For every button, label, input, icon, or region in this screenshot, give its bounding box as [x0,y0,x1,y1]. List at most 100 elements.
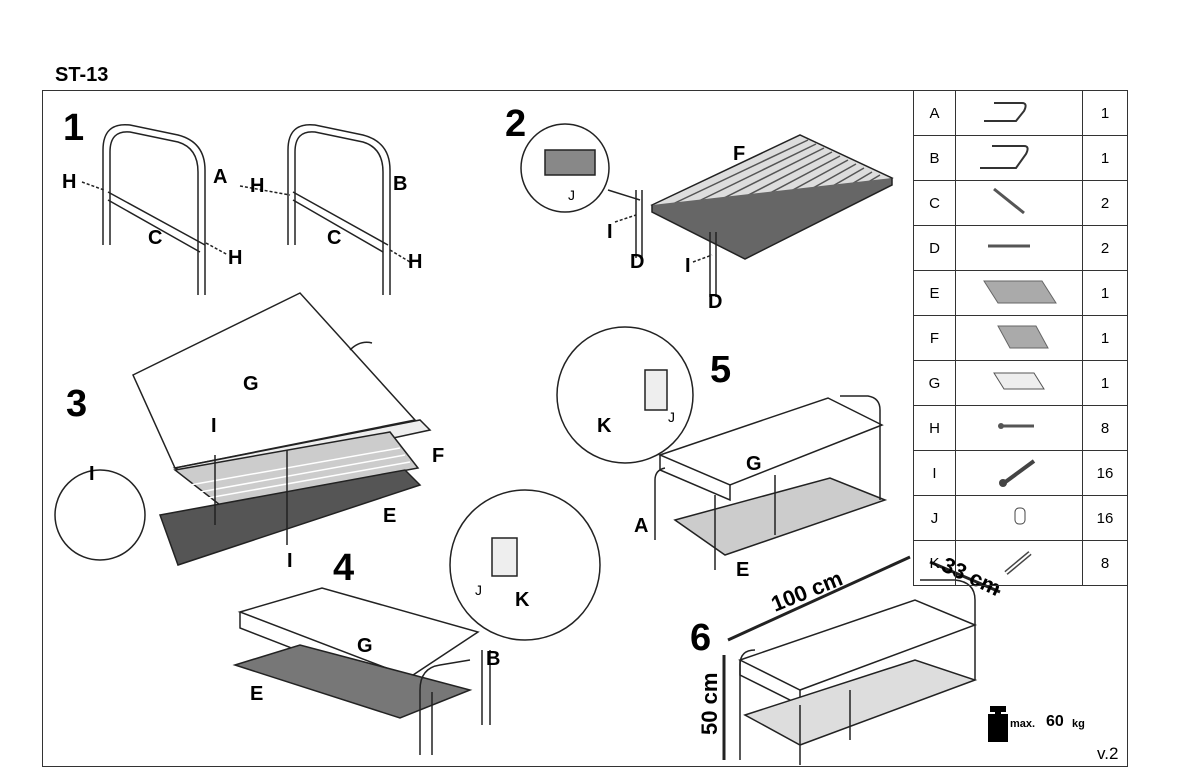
part-qty: 16 [1082,450,1128,496]
step-number: 4 [333,547,354,589]
part-id: F [913,315,956,361]
label-c: C [327,227,341,249]
part-image [955,405,1083,451]
part-qty: 2 [1082,180,1128,226]
label-k: K [515,589,530,611]
label-e: E [383,505,396,527]
part-id: D [913,225,956,271]
part-row: I 16 [913,450,1128,496]
part-image [955,540,1083,586]
slat-shelf-f-icon [997,325,1049,349]
max-load-unit: kg [1072,718,1085,730]
label-g: G [243,373,259,395]
label-g: G [746,453,762,475]
part-id: I [913,450,956,496]
instruction-frame [42,90,1128,767]
slat-shelf-f-drawing [635,134,894,297]
label-h: H [228,247,242,269]
label-j: J [475,582,482,598]
seat-g-drawing [657,397,884,486]
label-d: D [630,251,644,273]
cam-nut-icon [1014,507,1026,525]
label-i: I [211,415,217,437]
label-f: F [432,445,444,467]
label-c: C [148,227,162,249]
slat-shelf-e-drawing [232,644,473,719]
step-number: 5 [710,349,731,391]
part-qty: 1 [1082,90,1128,136]
screw-icon [998,423,1034,429]
label-h: H [408,251,422,273]
frame-a-drawing [102,123,206,295]
part-id: J [913,495,956,541]
width-arrow [727,555,911,642]
detail-joint [544,149,596,176]
part-qty: 8 [1082,540,1128,586]
bolt-icon [999,459,1036,487]
step-number: 6 [690,617,711,659]
weight-icon [988,706,1008,742]
part-qty: 1 [1082,270,1128,316]
label-a: A [213,166,227,188]
part-image [955,495,1083,541]
label-j: J [568,187,575,203]
width-dimension: 100 cm [768,566,847,617]
detail-circle [449,489,601,641]
slat-shelf-e-drawing [673,477,888,556]
seat-cushion-icon [993,372,1045,390]
part-image [955,315,1083,361]
bar-d-icon [988,244,1030,248]
part-qty: 2 [1082,225,1128,271]
label-a: A [634,515,648,537]
label-i: I [287,550,293,572]
part-id: B [913,135,956,181]
part-image [955,450,1083,496]
label-b: B [393,173,407,195]
label-h: H [250,175,264,197]
step-number: 3 [66,383,87,425]
label-g: G [357,635,373,657]
max-load-prefix: max. [1010,718,1036,730]
slat-shelf-e-icon [983,280,1057,304]
step-number: 2 [505,103,526,145]
label-i: I [685,255,691,277]
part-image [955,360,1083,406]
part-id: G [913,360,956,406]
label-f: F [733,143,745,165]
label-d: D [708,291,722,313]
step-3: 3 G I F E I I [54,292,444,572]
detail-circle [520,123,610,213]
step-4: 4 G E B J K [232,489,601,755]
slat-shelf-e-drawing [158,469,422,566]
label-i: I [89,463,95,485]
step-number: 1 [63,107,84,149]
product-code: ST-13 [55,64,109,86]
part-image [955,180,1083,226]
part-image [955,270,1083,316]
part-qty: 1 [1082,135,1128,181]
detail-circle [556,326,694,464]
label-i: I [607,221,613,243]
part-id: A [913,90,956,136]
part-qty: 16 [1082,495,1128,541]
seat-g-lid [132,292,417,469]
version-label: v.2 [1097,744,1119,763]
label-k: K [597,415,612,437]
label-b: B [486,648,500,670]
slat-shelf-f-drawing [173,431,420,506]
part-id: E [913,270,956,316]
frame-b-drawing [287,123,391,295]
label-e: E [250,683,263,705]
part-qty: 8 [1082,405,1128,451]
step-1: 1 H A C H H B C H [62,107,422,295]
